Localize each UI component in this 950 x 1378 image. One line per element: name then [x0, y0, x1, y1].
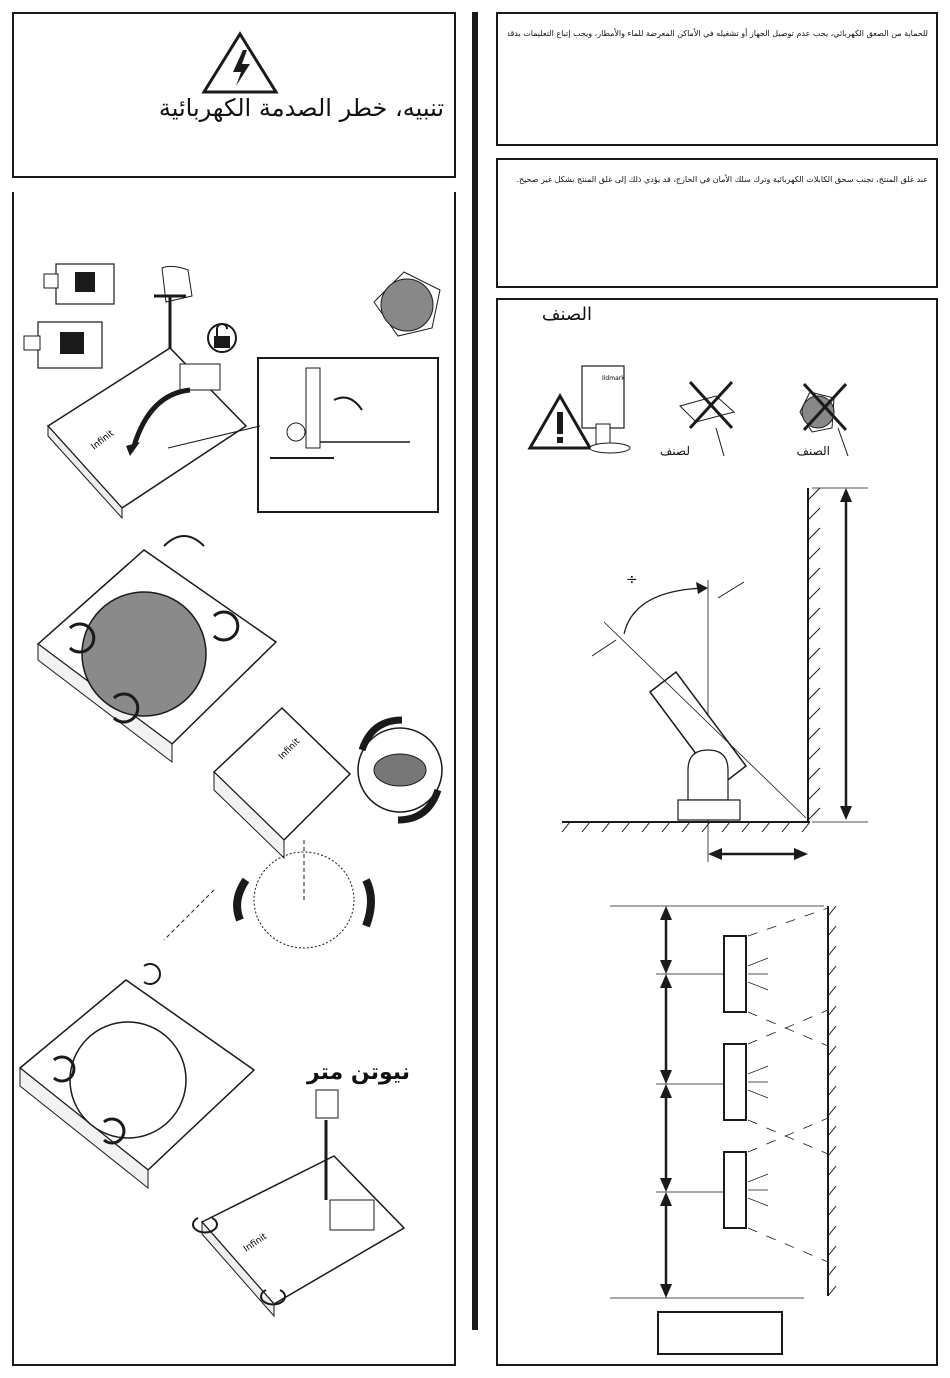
sensor-plate-icon-small — [43, 263, 115, 305]
caution-triangle-icon — [527, 392, 593, 450]
housing-open-illustration: Infinit — [23, 263, 441, 764]
plate-crossed-icon — [679, 380, 736, 457]
spacing-diagram — [610, 905, 837, 1355]
mounting-class-panel — [496, 298, 938, 1366]
safety-notice-box-2: عند غلق المنتج، تجنب سحق الكابلات الكهرب… — [496, 158, 938, 288]
column-divider — [472, 12, 478, 1330]
high-voltage-warning-icon — [201, 31, 279, 94]
sun-sensor-icon — [373, 271, 441, 337]
wall-angle-diagram — [561, 487, 868, 862]
label-round: الصنف — [796, 444, 830, 458]
warning-title: تنبيه، خطر الصدمة الكهربائية — [158, 94, 444, 122]
svg-text:Ildmark: Ildmark — [602, 375, 625, 382]
angle-symbol: ÷ — [626, 572, 638, 588]
sensor-plate-icon-large — [23, 321, 103, 369]
electric-shock-warning-box: تنبيه، خطر الصدمة الكهربائية — [12, 12, 456, 178]
class-heading: الصنف — [541, 304, 592, 325]
round-crossed-icon — [799, 382, 849, 457]
class-icons-row: Ildmark — [527, 365, 849, 457]
safety-notice-box-1: للحماية من الصعق الكهربائي، يجب عدم توصي… — [496, 12, 938, 146]
sensor-rotation-illustration: Infinit — [163, 706, 443, 949]
safety-notice-text-1: للحماية من الصعق الكهربائي، يجب عدم توصي… — [508, 29, 928, 38]
label-plate: لصنف — [659, 444, 690, 458]
wall-unit-icon: Ildmark — [581, 365, 631, 454]
torque-label: نيوتن متر — [306, 1060, 410, 1085]
housing-close-illustration: Infinit — [18, 963, 406, 1318]
padlock-open-icon — [207, 323, 237, 353]
safety-notice-text-2: عند غلق المنتج، تجنب سحق الكابلات الكهرب… — [516, 175, 928, 184]
